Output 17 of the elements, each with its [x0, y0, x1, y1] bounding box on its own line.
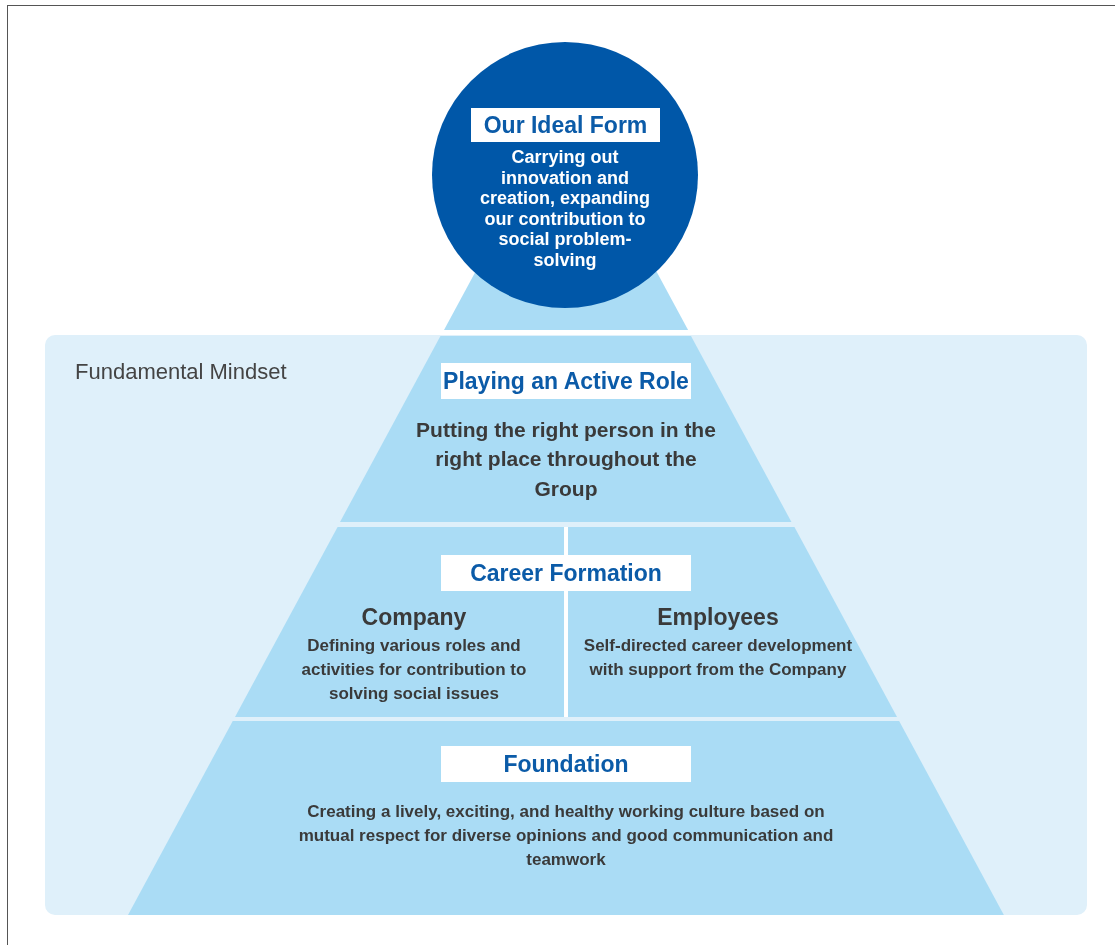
heading-label: Playing an Active Role [441, 363, 691, 399]
tier-description: Creating a lively, exciting, and healthy working culture based on mutual respect for diverse opinions and good communication and teamwork [297, 801, 835, 871]
mindset-panel [45, 335, 1087, 915]
pyramid-apex [443, 271, 689, 330]
tier-description: Putting the right person in the right place throughout the Group [416, 417, 716, 502]
pyramid-tier [128, 721, 1004, 915]
heading-label: Foundation [441, 746, 691, 782]
pyramid-tier [340, 336, 792, 522]
heading-label: Career Formation [441, 555, 691, 591]
section-description: Defining various roles and activities for contribution to solving social issues [300, 635, 528, 705]
section-title: Company [360, 604, 468, 631]
section-description: Self-directed career development with support from the Company [582, 635, 854, 681]
heading-label: Our Ideal Form [471, 108, 660, 142]
panel-title: Fundamental Mindset [75, 359, 287, 385]
section-title: Employees [656, 604, 780, 631]
ideal-form-description: Carrying out innovation and creation, expanding our contribution to social problem-solving [478, 147, 651, 270]
pyramid-tier [234, 527, 897, 717]
